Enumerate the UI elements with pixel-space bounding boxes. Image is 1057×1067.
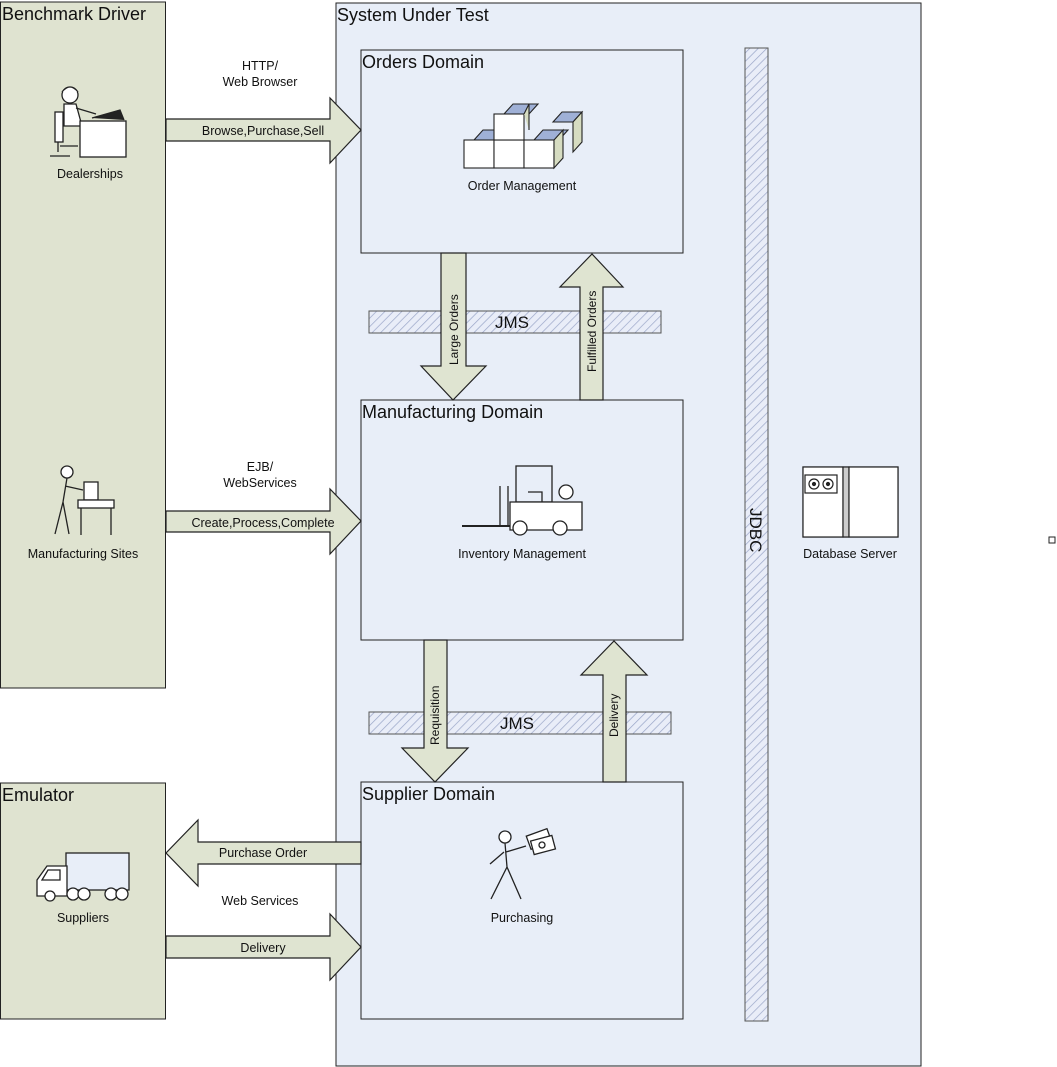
dealership-icon — [50, 86, 127, 158]
manufacturing-worker-icon — [54, 465, 115, 535]
delivery-up-arrow — [579, 640, 649, 783]
manufacturing-sites-label: Manufacturing Sites — [28, 547, 138, 561]
dealer-arrow-label: Browse,Purchase,Sell — [202, 124, 324, 138]
forklift-icon — [462, 465, 583, 536]
emulator-panel — [0, 782, 166, 1020]
dealerships-label: Dealerships — [57, 167, 123, 181]
ejb-protocol-line1: EJB/ — [247, 460, 274, 474]
emulator-title: Emulator — [2, 785, 74, 805]
delivery-label: Delivery — [240, 941, 286, 955]
system-under-test-title: System Under Test — [337, 5, 489, 25]
manufacturing-arrow-label: Create,Process,Complete — [191, 516, 334, 530]
database-server-icon — [802, 466, 899, 538]
jms-label-lower: JMS — [500, 714, 534, 733]
ejb-protocol-line2: WebServices — [223, 476, 296, 490]
jdbc-label: JDBC — [746, 508, 765, 552]
jms-label-upper: JMS — [495, 313, 529, 332]
large-orders-arrow — [419, 252, 488, 401]
manufacturing-arrow — [165, 487, 362, 556]
delivery-arrow — [165, 912, 362, 982]
database-server-label: Database Server — [803, 547, 897, 561]
http-protocol-line1: HTTP/ — [242, 59, 279, 73]
purchase-order-label: Purchase Order — [219, 846, 307, 860]
benchmark-driver-title: Benchmark Driver — [2, 4, 146, 24]
order-management-label: Order Management — [468, 179, 577, 193]
large-orders-label: Large Orders — [447, 294, 461, 365]
benchmark-driver-panel — [0, 1, 166, 689]
selection-handle — [1048, 536, 1056, 544]
supplier-domain-box — [360, 781, 684, 1020]
inventory-management-label: Inventory Management — [458, 547, 586, 561]
requisition-arrow — [400, 639, 470, 783]
delivery-up-label: Delivery — [607, 694, 621, 737]
purchasing-label: Purchasing — [491, 911, 554, 925]
jdbc-bar — [744, 47, 769, 1022]
manufacturing-domain-title: Manufacturing Domain — [362, 402, 543, 422]
truck-icon — [36, 852, 130, 902]
orders-domain-title: Orders Domain — [362, 52, 484, 72]
http-protocol-line2: Web Browser — [223, 75, 298, 89]
requisition-label: Requisition — [428, 686, 442, 745]
dealer-arrow — [165, 96, 362, 165]
fulfilled-orders-label: Fulfilled Orders — [585, 291, 599, 372]
suppliers-label: Suppliers — [57, 911, 109, 925]
purchase-order-arrow — [165, 818, 362, 888]
fulfilled-orders-arrow — [558, 253, 625, 401]
purchasing-person-icon — [489, 827, 557, 900]
web-services-label: Web Services — [222, 894, 299, 908]
boxes-icon — [463, 103, 584, 170]
supplier-domain-title: Supplier Domain — [362, 784, 495, 804]
